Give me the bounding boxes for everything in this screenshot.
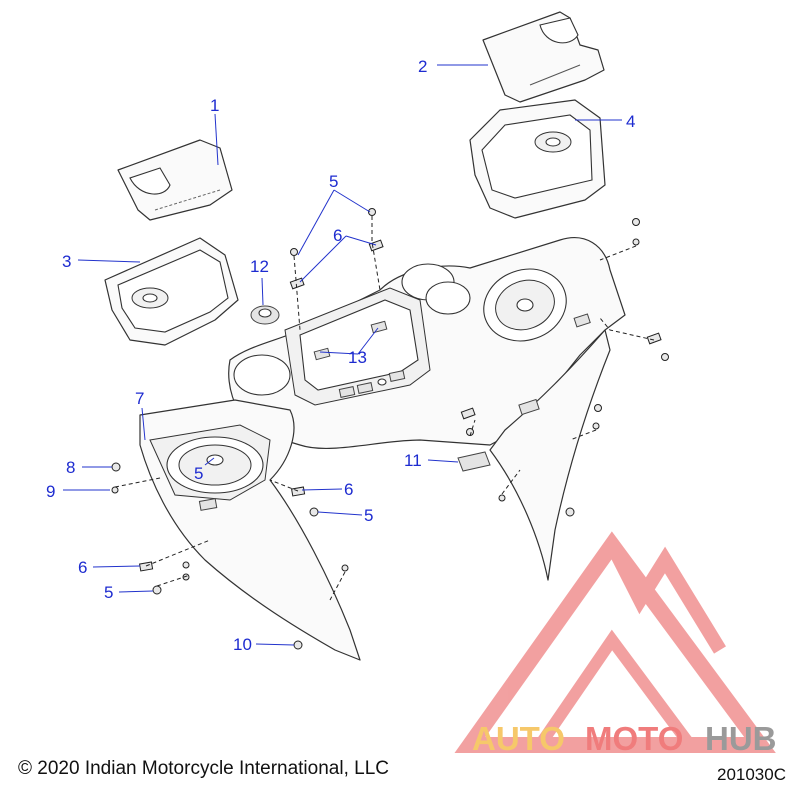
bezel-frame-right [469,99,606,219]
callout-13: 13 [348,348,367,367]
callout-4: 4 [626,112,635,131]
watermark-text-moto: MOTO [585,720,683,757]
callout-8: 8 [66,458,75,477]
callout-labels: 1 2 3 4 5 6 12 13 7 8 9 5 6 5 11 6 5 10 [46,57,635,654]
copyright-notice: © 2020 Indian Motorcycle International, … [18,758,389,779]
callout-5-low: 5 [104,583,113,602]
callout-7: 7 [135,389,144,408]
callout-5-mid: 5 [364,506,373,525]
callout-10: 10 [233,635,252,654]
callout-1: 1 [210,96,219,115]
assembly-lines [114,216,655,601]
callout-6-top: 6 [333,226,342,245]
watermark-logo [454,531,776,753]
callout-11: 11 [404,451,422,470]
callout-9: 9 [46,482,55,501]
watermark-text-auto: AUTO [472,720,565,757]
grommet [250,305,280,325]
callout-6-mid: 6 [344,480,353,499]
callout-5-top: 5 [329,172,338,191]
callout-5-speaker: 5 [194,464,203,483]
trim-pad [457,451,491,472]
figure-code: 201030C [716,765,786,784]
cover-left-upper [117,139,233,221]
bezel-frame-left [104,237,239,346]
callout-12: 12 [250,257,269,276]
callout-2: 2 [418,57,427,76]
leader-lines [63,64,622,646]
cover-right-upper [482,11,605,103]
callout-3: 3 [62,252,71,271]
inner-fairing [139,237,626,661]
callout-6-low: 6 [78,558,87,577]
watermark-text-hub: HUB [705,720,777,757]
